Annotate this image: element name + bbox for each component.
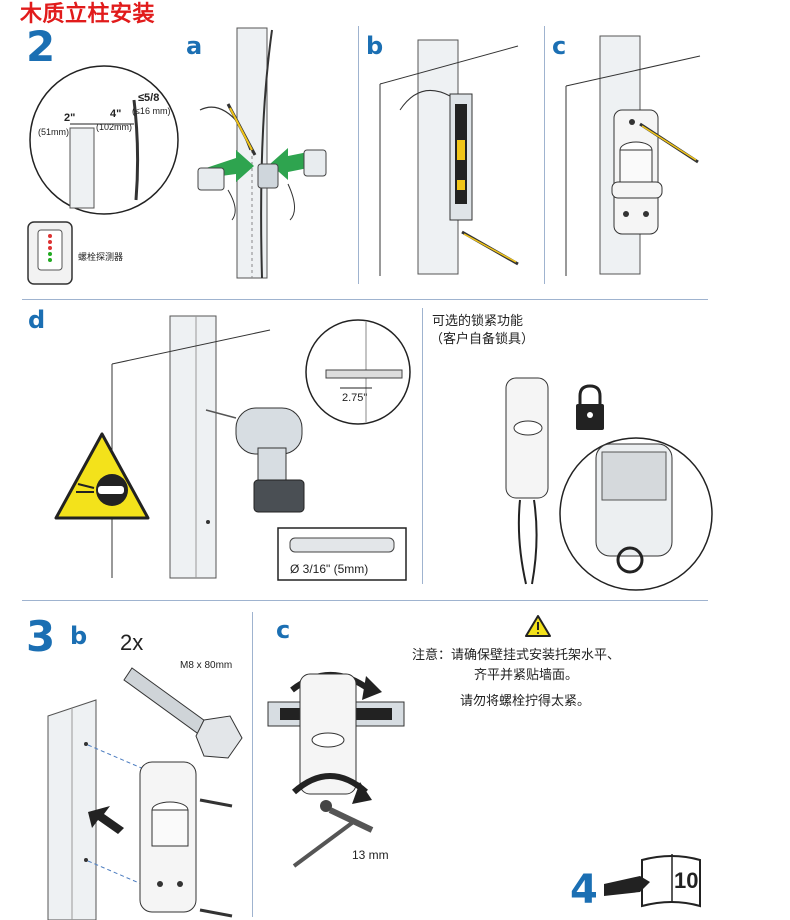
level-icon (450, 94, 472, 220)
step2d-scene (56, 316, 712, 590)
step-3b-label: b (70, 624, 87, 648)
stud-finder-label: 螺栓探测器 (78, 250, 123, 263)
dim-58: ≤5/8 (138, 92, 159, 104)
stud-2x4 (70, 128, 94, 208)
step2a-scene (198, 28, 326, 278)
dim-4in: 4" (110, 108, 121, 120)
next-step-number: 4 (570, 870, 598, 910)
caution-line2: 齐平并紧贴墙面。 (474, 664, 578, 683)
step-3c-label: c (276, 618, 290, 642)
dim-58-mm: (≤16 mm) (132, 106, 170, 116)
optional-lock-sub: （客户自备锁具） (430, 328, 534, 347)
dim-4in-mm: (102mm) (96, 122, 132, 132)
next-page-number: 10 (674, 868, 698, 894)
drill-icon (206, 408, 304, 512)
dim-2in: 2" (64, 112, 75, 124)
optional-lock-title: 可选的锁紧功能 (432, 310, 523, 329)
wrench-size: 13 mm (352, 848, 389, 862)
step3b-scene (48, 668, 242, 920)
bolt-spec: M8 x 80mm (180, 660, 232, 671)
stud-detail-circle (30, 66, 178, 214)
drill-bit-size-label: Ø 3/16" (5mm) (290, 562, 368, 576)
drill-depth-label: 2.75" (342, 392, 367, 404)
stud-finder-icon (28, 222, 72, 284)
safety-glasses-warning-icon (56, 434, 148, 518)
padlock-icon (576, 386, 604, 430)
lag-bolt-icon (124, 668, 242, 758)
step2b-scene (380, 40, 518, 276)
bolt-quantity: 2x (120, 630, 143, 656)
caution-line3: 请勿将螺栓拧得太紧。 (460, 690, 590, 709)
caution-line1: 注意：请确保壁挂式安装托架水平、 (412, 644, 620, 663)
step-number-3: 3 (26, 616, 55, 658)
step2c-scene (566, 36, 700, 276)
caution-icon (526, 616, 550, 636)
step3c-scene (268, 674, 404, 866)
dim-2in-mm: (51mm) (38, 127, 69, 137)
